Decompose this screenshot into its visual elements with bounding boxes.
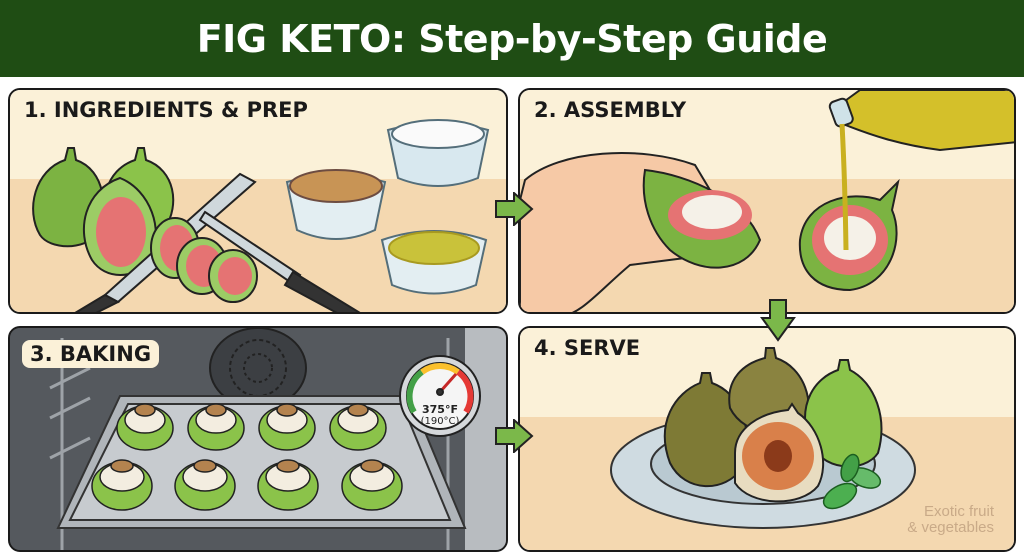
thermometer-fahrenheit: 375°F	[422, 403, 458, 416]
ingredients-illustration	[32, 119, 490, 312]
page-title: FIG KETO: Step-by-Step Guide	[196, 16, 828, 61]
panel-title: 3. BAKING	[22, 340, 160, 368]
olive-oil-bottle-icon	[828, 90, 1014, 251]
fig-slices-icon	[150, 217, 258, 303]
whole-figs-icon	[663, 347, 883, 488]
watermark-line1: Exotic fruit	[923, 503, 994, 520]
watermark-line2: & vegetables	[907, 519, 994, 536]
thermometer-celsius: (190°C)	[420, 416, 460, 427]
cream-cheese-bowl-icon	[386, 119, 490, 187]
arrow-down-icon	[760, 299, 796, 342]
panel-title: 2. ASSEMBLY	[534, 98, 687, 122]
watermark: Exotic fruit & vegetables	[907, 504, 994, 536]
halved-fig-icon	[734, 402, 825, 503]
walnuts-bowl-icon	[285, 169, 387, 240]
panel-title: 1. INGREDIENTS & PREP	[24, 98, 308, 122]
thermometer-icon	[399, 355, 481, 437]
paring-knife-icon	[198, 210, 361, 312]
panel-serve: 4. SERVE Exotic fruit & vegetables	[518, 326, 1016, 552]
serve-illustration	[610, 347, 916, 529]
header-banner: FIG KETO: Step-by-Step Guide	[0, 0, 1024, 77]
panel-title: 4. SERVE	[534, 336, 641, 360]
olive-oil-bowl-icon	[380, 230, 488, 295]
assembly-illustration	[520, 90, 1014, 312]
arrow-right-icon	[495, 192, 534, 226]
panel-baking: 3. BAKING 375°F (190°C)	[8, 326, 508, 552]
arrow-right-icon	[495, 419, 534, 453]
stuffed-fig-held-icon	[642, 168, 762, 269]
stuffed-figs-tray-icon	[91, 403, 403, 511]
panel-ingredients-prep: 1. INGREDIENTS & PREP	[8, 88, 508, 314]
mint-garnish-icon	[822, 453, 882, 510]
halved-fig-icon	[83, 176, 157, 276]
panel-assembly: 2. ASSEMBLY	[518, 88, 1016, 314]
stuffed-fig-half-icon	[798, 178, 900, 292]
